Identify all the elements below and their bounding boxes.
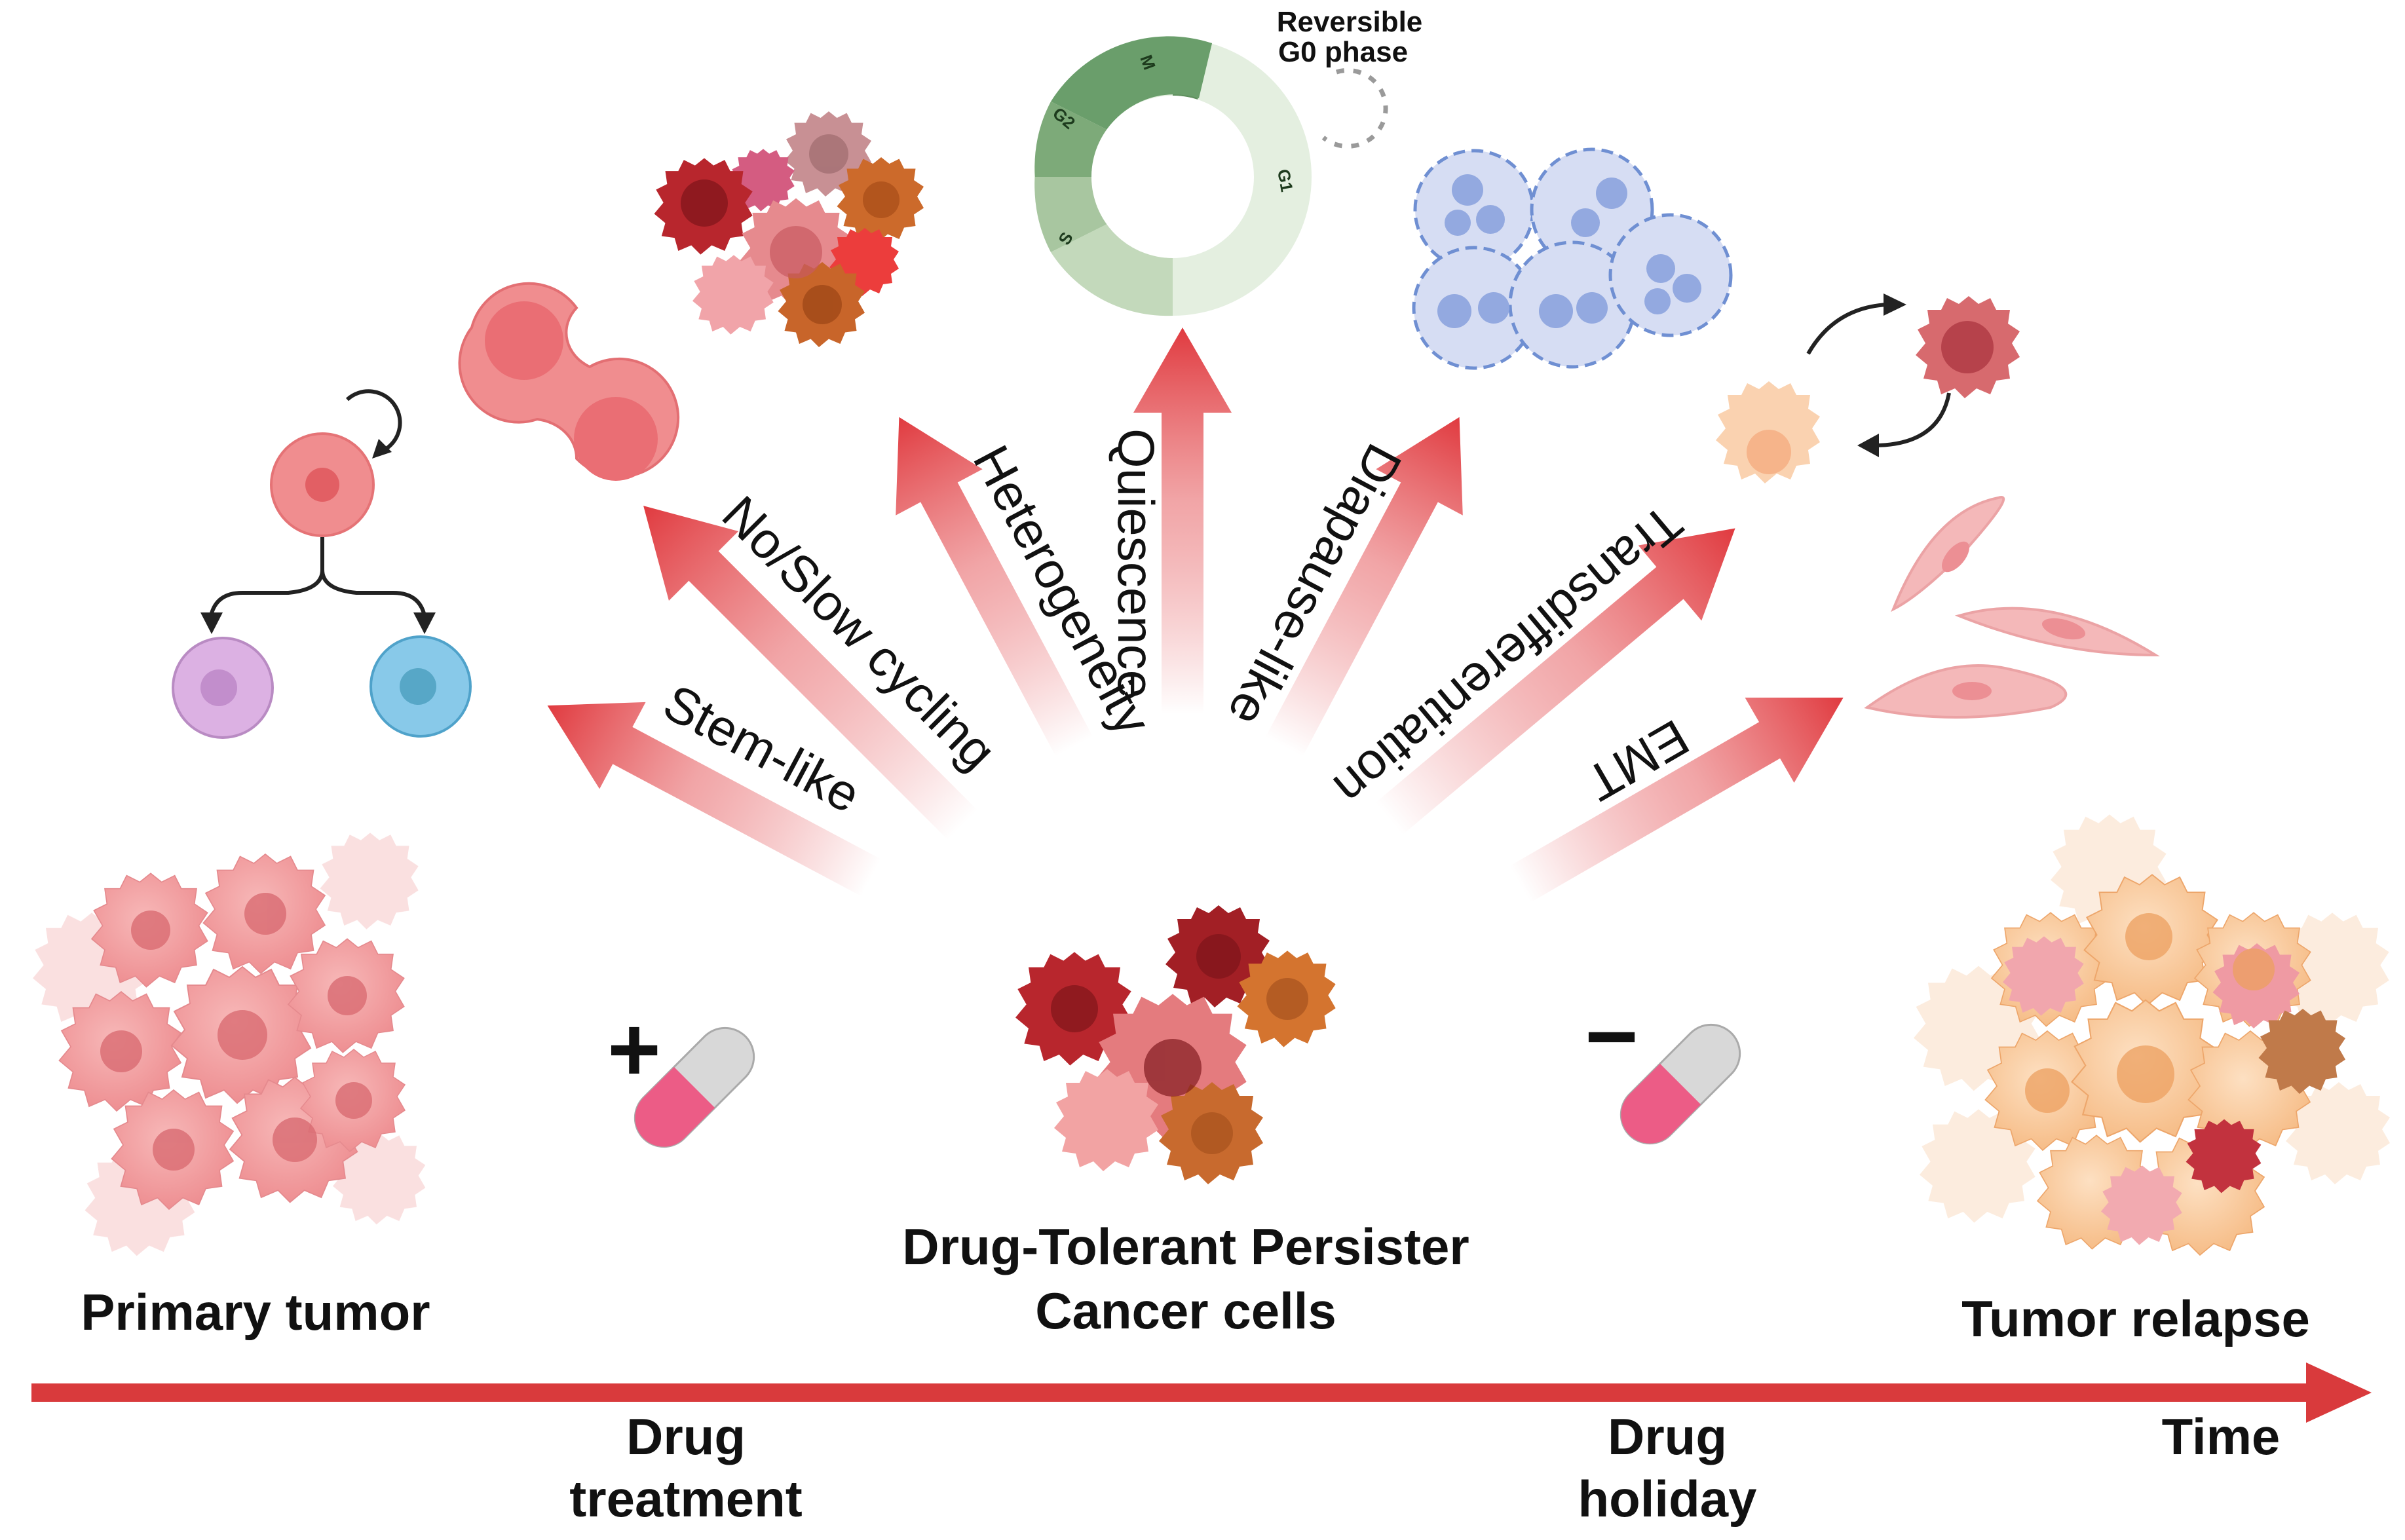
dtp-label-line1: Drug-Tolerant Persister <box>902 1218 1469 1275</box>
primary-tumor-label: Primary tumor <box>81 1283 430 1341</box>
dtp-label-line2: Cancer cells <box>1035 1282 1336 1340</box>
pathway-label: Quiescence <box>1107 428 1165 698</box>
stage-labels: Primary tumor Drug-Tolerant Persister Ca… <box>81 1218 2309 1347</box>
drug-holiday-label-line2: holiday <box>1578 1470 1756 1528</box>
stem-like-illustration <box>172 389 472 739</box>
transdifferentiation-illustration <box>1716 293 2020 483</box>
pathway-arrows: Stem-like No/Slow cycling Heterogeneity … <box>547 328 1844 903</box>
drug-add-pill: + <box>607 998 755 1148</box>
diapause-illustration <box>1412 147 1733 370</box>
tumor-relapse-label: Tumor relapse <box>1961 1290 2310 1347</box>
timeline: Drug treatment Drug holiday Time <box>31 1362 2372 1528</box>
plus-sign: + <box>607 998 661 1100</box>
time-label: Time <box>2162 1408 2281 1465</box>
heterogeneity-illustration <box>654 111 924 347</box>
slow-cycling-illustration <box>458 282 680 481</box>
timeline-arrow-shaft <box>31 1383 2324 1402</box>
cell-cycle-illustration: M G2 S G1 Reversible G0 phase <box>1034 6 1422 316</box>
timeline-arrow-head <box>2306 1362 2372 1423</box>
drug-treatment-label-line1: Drug <box>626 1408 746 1465</box>
primary-tumor-illustration <box>33 833 426 1256</box>
arrow-quiescence: Quiescence <box>1107 328 1232 714</box>
dtp-cells-illustration <box>1015 905 1336 1184</box>
minus-sign: − <box>1585 985 1638 1087</box>
emt-illustration <box>1864 496 2160 719</box>
pill-icon <box>634 1026 755 1148</box>
drug-holiday-label-line1: Drug <box>1608 1408 1727 1465</box>
g0-phase-label: G0 phase <box>1278 36 1408 68</box>
drug-remove-pill: − <box>1585 985 1741 1145</box>
drug-treatment-label-line2: treatment <box>569 1470 802 1528</box>
tumor-relapse-illustration <box>1914 814 2390 1256</box>
pill-icon <box>1619 1023 1741 1145</box>
phase-label-g1: G1 <box>1274 168 1297 193</box>
reversible-label: Reversible <box>1277 6 1423 38</box>
